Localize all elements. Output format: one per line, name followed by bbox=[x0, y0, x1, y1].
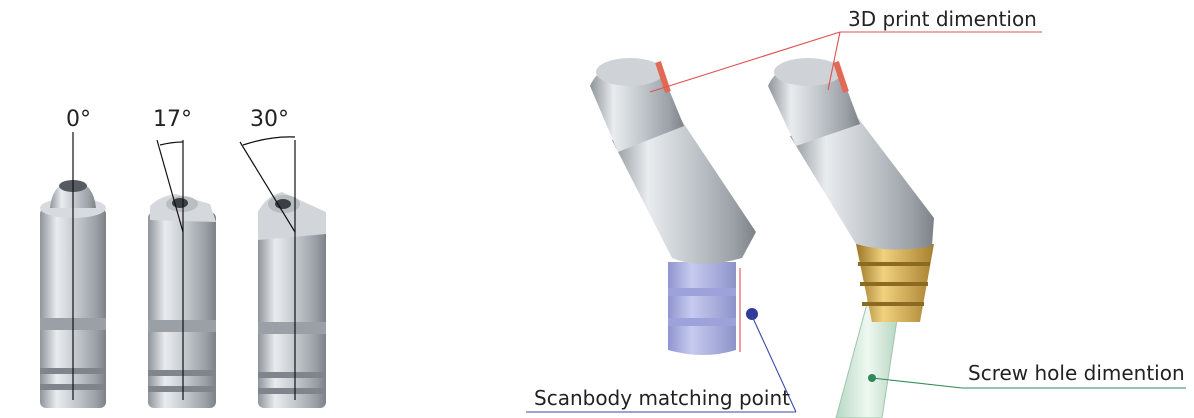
angle-label-17: 17° bbox=[153, 107, 192, 132]
abutment-with-scanbody bbox=[590, 58, 756, 355]
scanbody-marker-dot bbox=[746, 308, 758, 320]
callout-scanbody-label: Scanbody matching point bbox=[534, 386, 790, 410]
angle-guides bbox=[72, 132, 296, 400]
abutment-17-degree bbox=[148, 194, 216, 408]
callout-screw-hole bbox=[868, 374, 1186, 389]
callout-screw-label: Screw hole dimention bbox=[968, 361, 1185, 385]
abutment-with-gold-base bbox=[768, 58, 934, 322]
callout-3d-print bbox=[649, 31, 1042, 93]
angle-label-0: 0° bbox=[66, 107, 91, 132]
angle-label-30: 30° bbox=[250, 107, 289, 132]
abutment-30-degree bbox=[258, 192, 326, 408]
callout-3d-print-label: 3D print dimention bbox=[848, 7, 1037, 31]
callout-scanbody bbox=[526, 268, 797, 413]
